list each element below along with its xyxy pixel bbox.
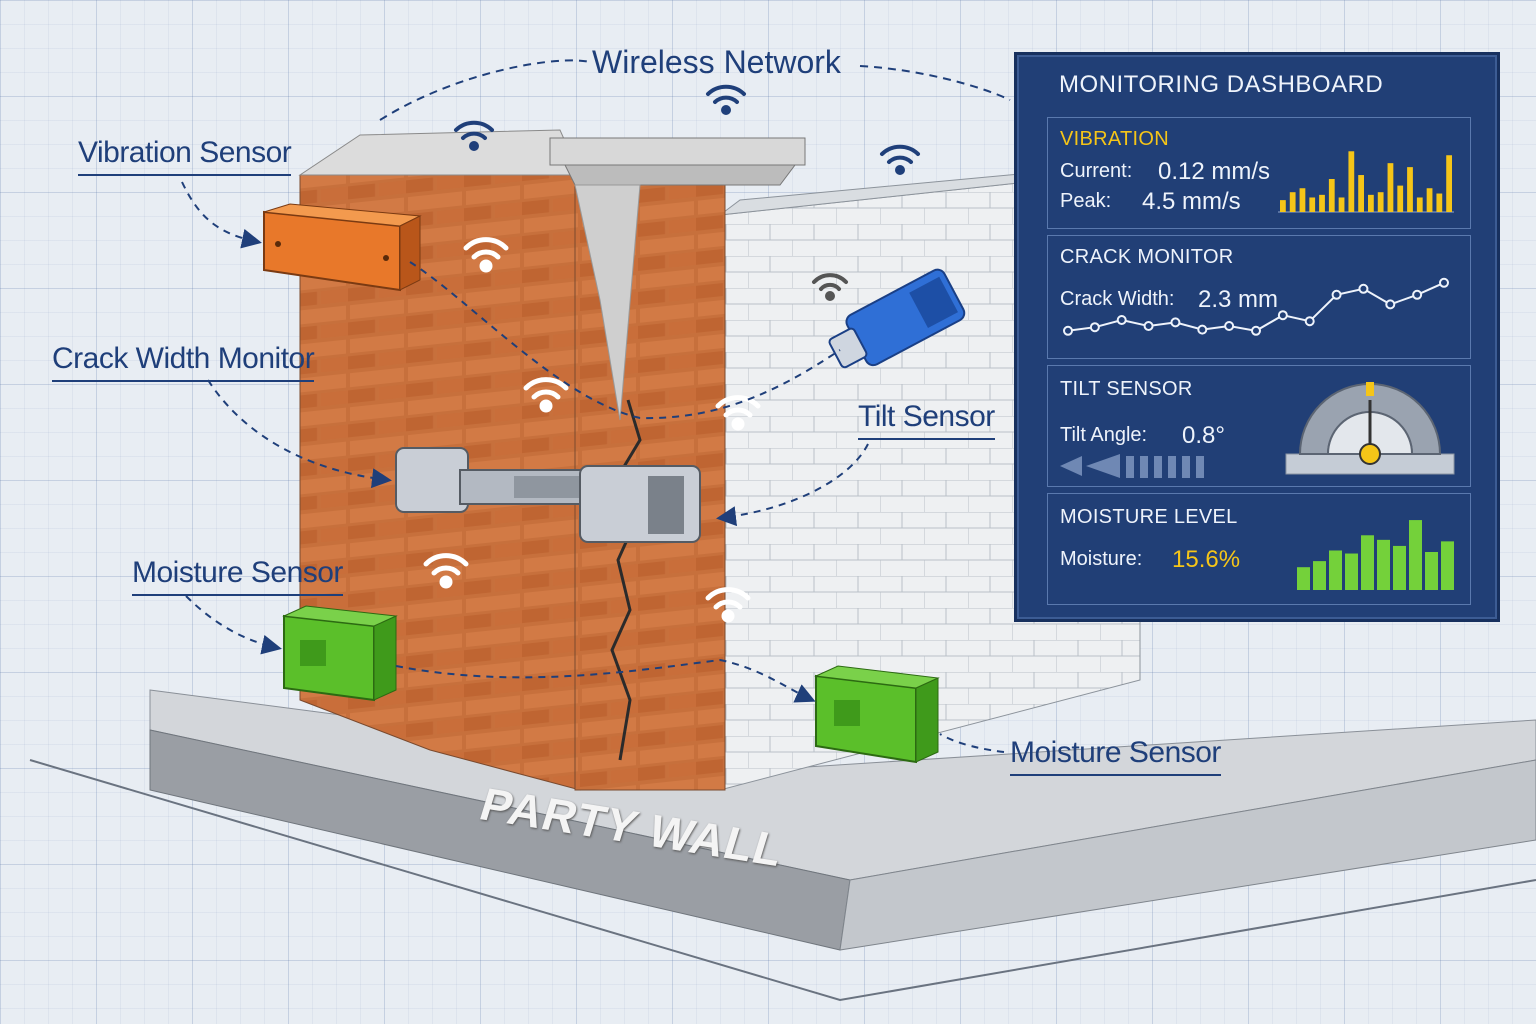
crack-trend-point (1224, 321, 1235, 331)
wifi-icon (423, 553, 469, 589)
tilt-sensor-label: Tilt Sensor (858, 400, 995, 440)
vibration-bar (1368, 194, 1374, 212)
wifi-icon (463, 237, 509, 273)
vibration-bar (1397, 185, 1404, 212)
moisture-bar (1345, 553, 1358, 590)
tilt-panel: TILT SENSOR Tilt Angle: 0.8° (1047, 365, 1471, 487)
moisture-label: Moisture: (1060, 548, 1143, 570)
moisture-value: 15.6% (1172, 546, 1241, 573)
moisture-bar (1329, 550, 1342, 590)
crack-trend-point (1116, 315, 1127, 325)
crack-width-monitor-label: Crack Width Monitor (52, 342, 315, 382)
moisture-sensor-right-label: Moisture Sensor (1010, 736, 1221, 776)
moisture-bar (1441, 541, 1454, 590)
moisture-sensor-left-device (282, 605, 398, 702)
vibration-title: VIBRATION (1060, 128, 1170, 150)
wifi-icon (715, 395, 761, 431)
vibration-sensor-label: Vibration Sensor (78, 136, 292, 176)
tilt-gauge (1285, 382, 1455, 475)
crack-trend-point (1170, 317, 1181, 328)
moisture-bar (1409, 520, 1422, 590)
crack-trend-point (1385, 299, 1396, 310)
crack-trend-point (1331, 289, 1342, 300)
vibration-bar (1426, 188, 1433, 212)
vibration-sensor-device (263, 203, 422, 292)
vibration-peak-label: Peak: (1060, 190, 1112, 212)
tilt-arrow-icons (1060, 454, 1204, 478)
wifi-icon (706, 84, 746, 115)
moisture-bar (1361, 535, 1374, 590)
vibration-panel: VIBRATION Current: 0.12 mm/s Peak: 4.5 m… (1047, 117, 1471, 229)
vibration-bar (1319, 194, 1325, 212)
moisture-title: MOISTURE LEVEL (1060, 506, 1238, 528)
vibration-bar (1309, 197, 1316, 212)
wifi-icons (423, 84, 920, 623)
vibration-peak-value: 4.5 mm/s (1142, 188, 1241, 215)
moisture-bar (1425, 552, 1438, 590)
crack-trend-point (1277, 310, 1288, 321)
vibration-bar (1338, 197, 1345, 212)
crack-title: CRACK MONITOR (1060, 246, 1234, 268)
crack-panel: CRACK MONITOR Crack Width: 2.3 mm (1047, 235, 1471, 359)
vibration-bar (1289, 192, 1296, 212)
crack-trend-point (1251, 325, 1261, 336)
vibration-bar (1416, 197, 1423, 212)
vibration-bar (1436, 193, 1443, 212)
vibration-bar (1407, 167, 1413, 212)
vibration-bar (1299, 188, 1306, 212)
monitoring-dashboard: MONITORING DASHBOARD VIBRATION Current: … (1014, 52, 1500, 622)
moisture-bar (1297, 567, 1310, 590)
moisture-bar (1393, 545, 1406, 590)
vibration-bar (1446, 155, 1452, 212)
vibration-bar (1387, 163, 1394, 212)
moisture-bar (1313, 561, 1326, 590)
vibration-current-value: 0.12 mm/s (1158, 158, 1271, 185)
crack-trend-point (1412, 289, 1423, 300)
dashboard-title: MONITORING DASHBOARD (1059, 71, 1384, 98)
crack-line (610, 399, 642, 761)
vibration-bar (1358, 175, 1364, 212)
crack-width-monitor-device (395, 447, 701, 543)
wifi-icon (454, 120, 494, 151)
vibration-bar-chart (1278, 151, 1454, 213)
moisture-sensor-left-label: Moisture Sensor (132, 556, 343, 596)
crack-trend-point (1143, 321, 1154, 331)
crack-width-label: Crack Width: (1060, 288, 1175, 310)
wifi-icon (812, 273, 848, 301)
crack-trend-point (1358, 283, 1369, 294)
wifi-icon (880, 144, 920, 175)
crack-trend-point (1304, 316, 1315, 327)
crack-trend-point (1439, 277, 1449, 288)
tilt-angle-label: Tilt Angle: (1060, 424, 1148, 446)
wifi-icon (523, 377, 569, 413)
vibration-bar (1348, 151, 1355, 212)
network-arc (379, 59, 1011, 121)
moisture-sensor-right-device (814, 665, 940, 764)
vibration-current-label: Current: (1060, 160, 1133, 182)
vibration-bar (1377, 192, 1384, 212)
moisture-bar-chart (1297, 520, 1454, 590)
tilt-title: TILT SENSOR (1060, 378, 1193, 400)
crack-trend-point (1197, 324, 1208, 335)
vibration-bar (1328, 179, 1335, 212)
wireless-network-label: Wireless Network (592, 44, 841, 80)
crack-trend-point (1063, 325, 1073, 336)
crack-trend-line (1063, 277, 1449, 336)
wifi-icon (705, 587, 751, 623)
crack-width-value: 2.3 mm (1198, 286, 1279, 313)
moisture-bar (1377, 539, 1390, 590)
moisture-panel: MOISTURE LEVEL Moisture: 15.6% (1047, 493, 1471, 605)
crack-trend-point (1089, 322, 1100, 333)
tilt-sensor-device (828, 268, 966, 369)
vibration-bar (1280, 200, 1286, 212)
leader-lines (181, 181, 1005, 753)
tilt-angle-value: 0.8° (1182, 422, 1225, 449)
